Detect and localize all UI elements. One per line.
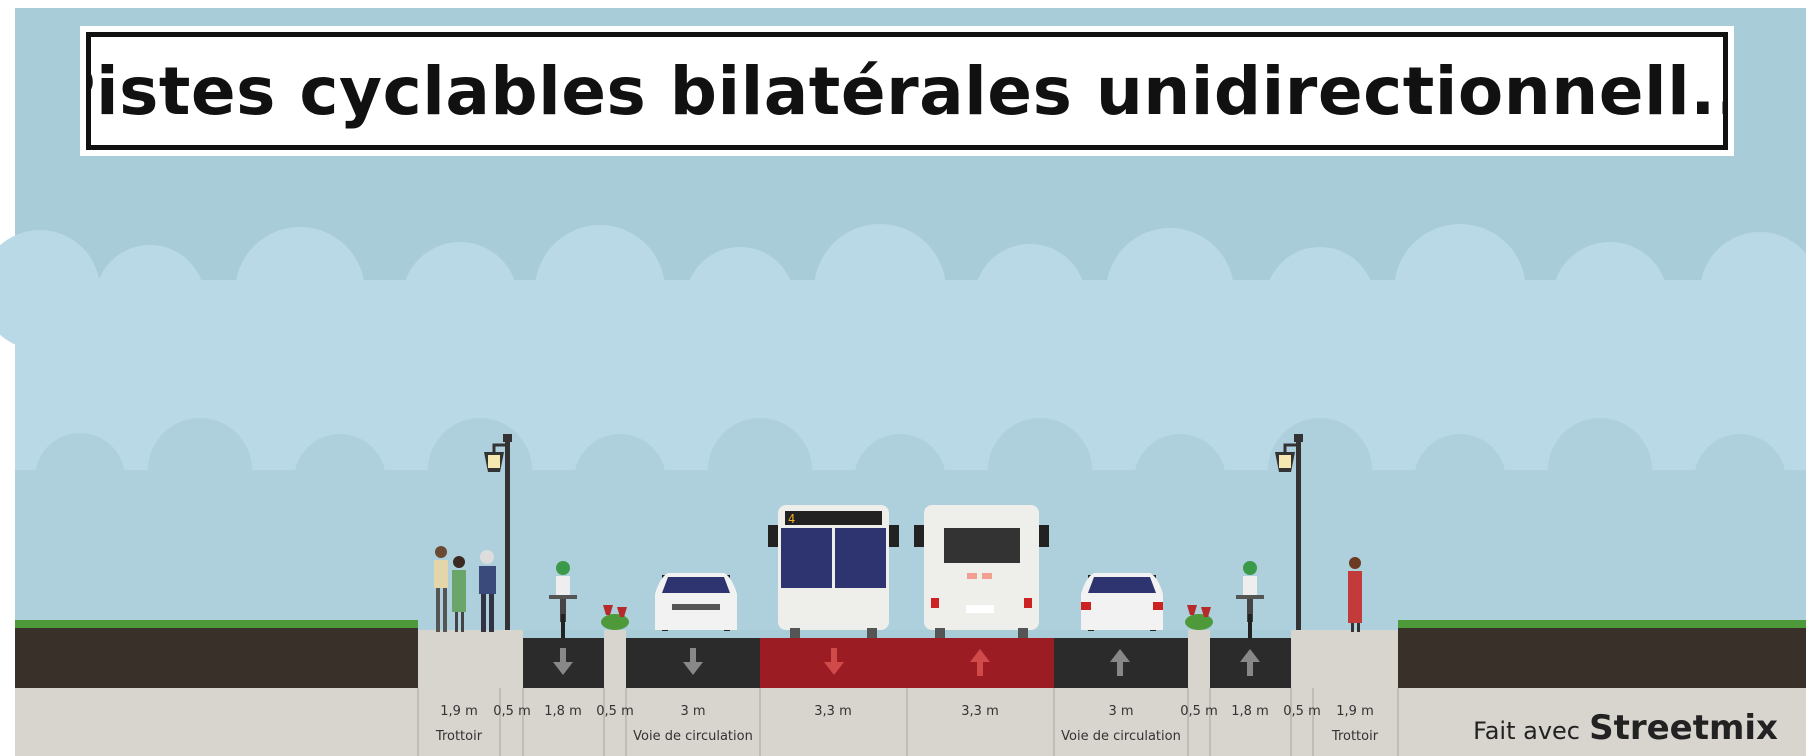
pedestrian-icon xyxy=(1348,557,1362,632)
segment-width-label: 1,8 m xyxy=(544,704,582,719)
page-title: Pistes cyclables bilatérales unidirectio… xyxy=(86,52,1728,130)
street-lamp-icon xyxy=(484,434,512,630)
ground-left xyxy=(15,626,418,688)
segment-width-label: 3 m xyxy=(680,704,706,719)
pedestrians-icon xyxy=(434,546,496,632)
segment-name-label: Voie de circulation xyxy=(1061,729,1181,744)
sidewalk-left xyxy=(418,630,523,756)
segment-width-label: 0,5 m xyxy=(596,704,634,719)
grass-left xyxy=(15,620,418,628)
arrow-down-icon xyxy=(553,648,573,675)
street-lamp-icon xyxy=(1275,434,1303,630)
arrow-up-icon xyxy=(1240,649,1260,676)
cyclist-icon xyxy=(1236,561,1264,638)
segment-name-label: Trottoir xyxy=(1331,729,1379,744)
grass-right xyxy=(1398,620,1806,628)
segment-width-label: 1,8 m xyxy=(1231,704,1269,719)
segment-name-label: Voie de circulation xyxy=(633,729,753,744)
segment-dividers xyxy=(417,688,1399,756)
segment-width-label: 1,9 m xyxy=(440,704,478,719)
flower-planter-icon xyxy=(1185,605,1213,630)
streetmix-credit[interactable]: Fait avec Streetmix xyxy=(1473,708,1778,748)
arrow-down-icon xyxy=(824,648,844,675)
segment-width-label: 0,5 m xyxy=(1180,704,1218,719)
measure-band xyxy=(15,688,1806,756)
buffer-left xyxy=(604,630,626,688)
title-sign: Pistes cyclables bilatérales unidirectio… xyxy=(80,26,1734,156)
arrow-up-icon xyxy=(970,649,990,676)
car-icon xyxy=(1081,573,1163,631)
arrow-up-icon xyxy=(1110,649,1130,676)
ground-right xyxy=(1398,626,1806,688)
bus-front-icon: 4 xyxy=(768,505,899,638)
title-frame: Pistes cyclables bilatérales unidirectio… xyxy=(86,32,1728,150)
bus-route-number: 4 xyxy=(788,512,795,526)
sidewalk-right xyxy=(1291,630,1398,756)
flower-planter-icon xyxy=(601,605,629,630)
segment-width-label: 0,5 m xyxy=(493,704,531,719)
segment-width-label: 3,3 m xyxy=(961,704,999,719)
streetmix-logo: Streetmix xyxy=(1589,708,1778,748)
segment-name-label: Trottoir xyxy=(435,729,483,744)
car-icon xyxy=(655,573,737,631)
clouds-front xyxy=(15,418,1806,630)
arrow-down-icon xyxy=(683,648,703,675)
segment-width-label: 1,9 m xyxy=(1336,704,1374,719)
credit-prefix: Fait avec xyxy=(1473,717,1580,745)
segment-width-label: 0,5 m xyxy=(1283,704,1321,719)
bus-rear-icon xyxy=(914,505,1049,638)
cyclist-icon xyxy=(549,561,577,638)
segment-width-label: 3 m xyxy=(1108,704,1134,719)
segment-width-label: 3,3 m xyxy=(814,704,852,719)
clouds-back xyxy=(0,224,1806,500)
buffer-right xyxy=(1188,630,1210,688)
